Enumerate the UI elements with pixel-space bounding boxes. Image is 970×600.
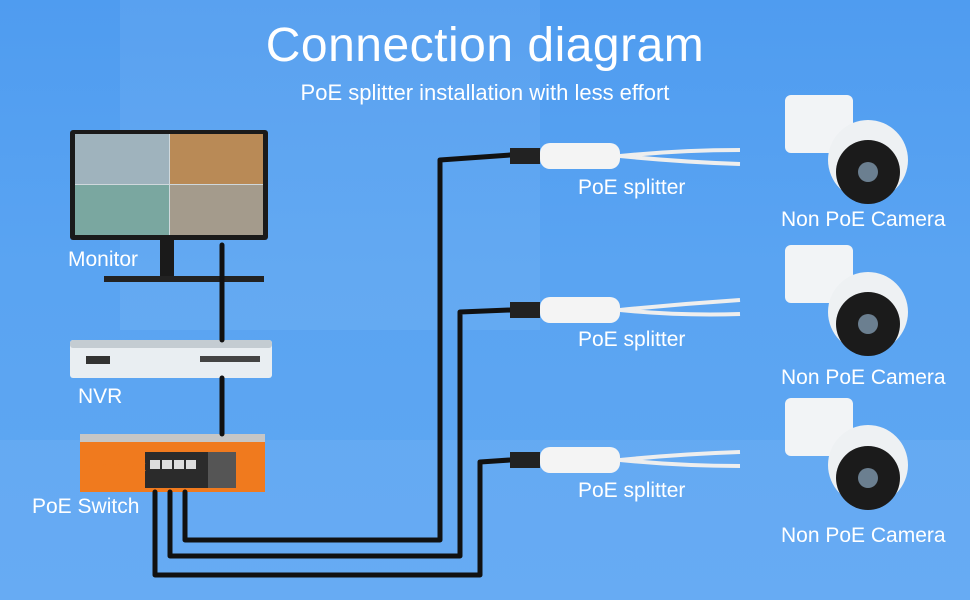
nvr-label: NVR <box>78 385 123 408</box>
camera-label-3: Non PoE Camera <box>781 524 946 547</box>
page-subtitle: PoE splitter installation with less effo… <box>300 80 670 105</box>
camera-icon-2 <box>785 245 908 356</box>
splitter-icon-3 <box>510 447 741 473</box>
camera-icon-3 <box>785 398 908 510</box>
splitter-icon-2 <box>510 297 741 323</box>
switch-label: PoE Switch <box>32 495 140 518</box>
camera-label-1: Non PoE Camera <box>781 208 946 231</box>
cable-to-splitter-1 <box>182 152 513 543</box>
page-title: Connection diagram <box>265 19 705 72</box>
cable-to-splitter-3 <box>152 457 513 578</box>
splitter-label-3: PoE splitter <box>578 479 686 502</box>
splitter-label-2: PoE splitter <box>578 328 686 351</box>
camera-label-2: Non PoE Camera <box>781 366 946 389</box>
cable-to-splitter-2 <box>167 307 513 559</box>
splitter-label-1: PoE splitter <box>578 176 686 199</box>
camera-icon-1 <box>785 95 908 204</box>
nvr-icon <box>70 340 272 378</box>
monitor-icon <box>70 130 268 282</box>
switch-brand-text: SICSOLINK <box>86 462 146 474</box>
poe-switch-icon <box>80 434 265 492</box>
cable-lines <box>152 152 513 578</box>
monitor-label: Monitor <box>68 248 139 271</box>
splitter-icon-1 <box>510 143 741 169</box>
